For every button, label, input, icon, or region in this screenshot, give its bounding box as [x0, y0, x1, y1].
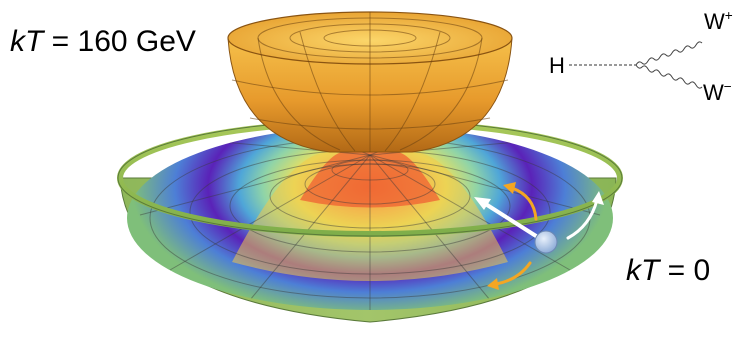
w-minus-label: W−: [703, 79, 732, 105]
field-ball: [534, 230, 558, 254]
temperature-zero-label: kT = 0: [626, 256, 710, 286]
kt-symbol: kT: [10, 25, 44, 58]
w-minus-sign: −: [723, 79, 732, 95]
hot-bowl: [227, 11, 513, 153]
orange-lower-arrow: [494, 261, 532, 286]
temperature-zero-value: = 0: [667, 254, 711, 287]
motion-arrows: [474, 182, 604, 290]
higgs-label: H: [549, 53, 565, 78]
central-peak: [232, 151, 508, 281]
feynman-diagram: [569, 41, 703, 89]
white-radial-arrow: [482, 201, 538, 238]
w-minus-symbol: W: [703, 80, 724, 105]
kt-symbol: kT: [626, 254, 660, 287]
orange-upper-arrow: [510, 186, 538, 221]
w-minus-boson-line: [635, 64, 703, 89]
temperature-high-value: = 160 GeV: [51, 25, 196, 58]
w-plus-symbol: W: [704, 9, 725, 34]
temperature-high-label: kT = 160 GeV: [10, 27, 196, 57]
white-curved-arrow: [566, 198, 599, 240]
w-plus-label: W+: [704, 8, 733, 34]
w-plus-sign: +: [724, 8, 733, 24]
w-plus-boson-line: [635, 41, 703, 66]
